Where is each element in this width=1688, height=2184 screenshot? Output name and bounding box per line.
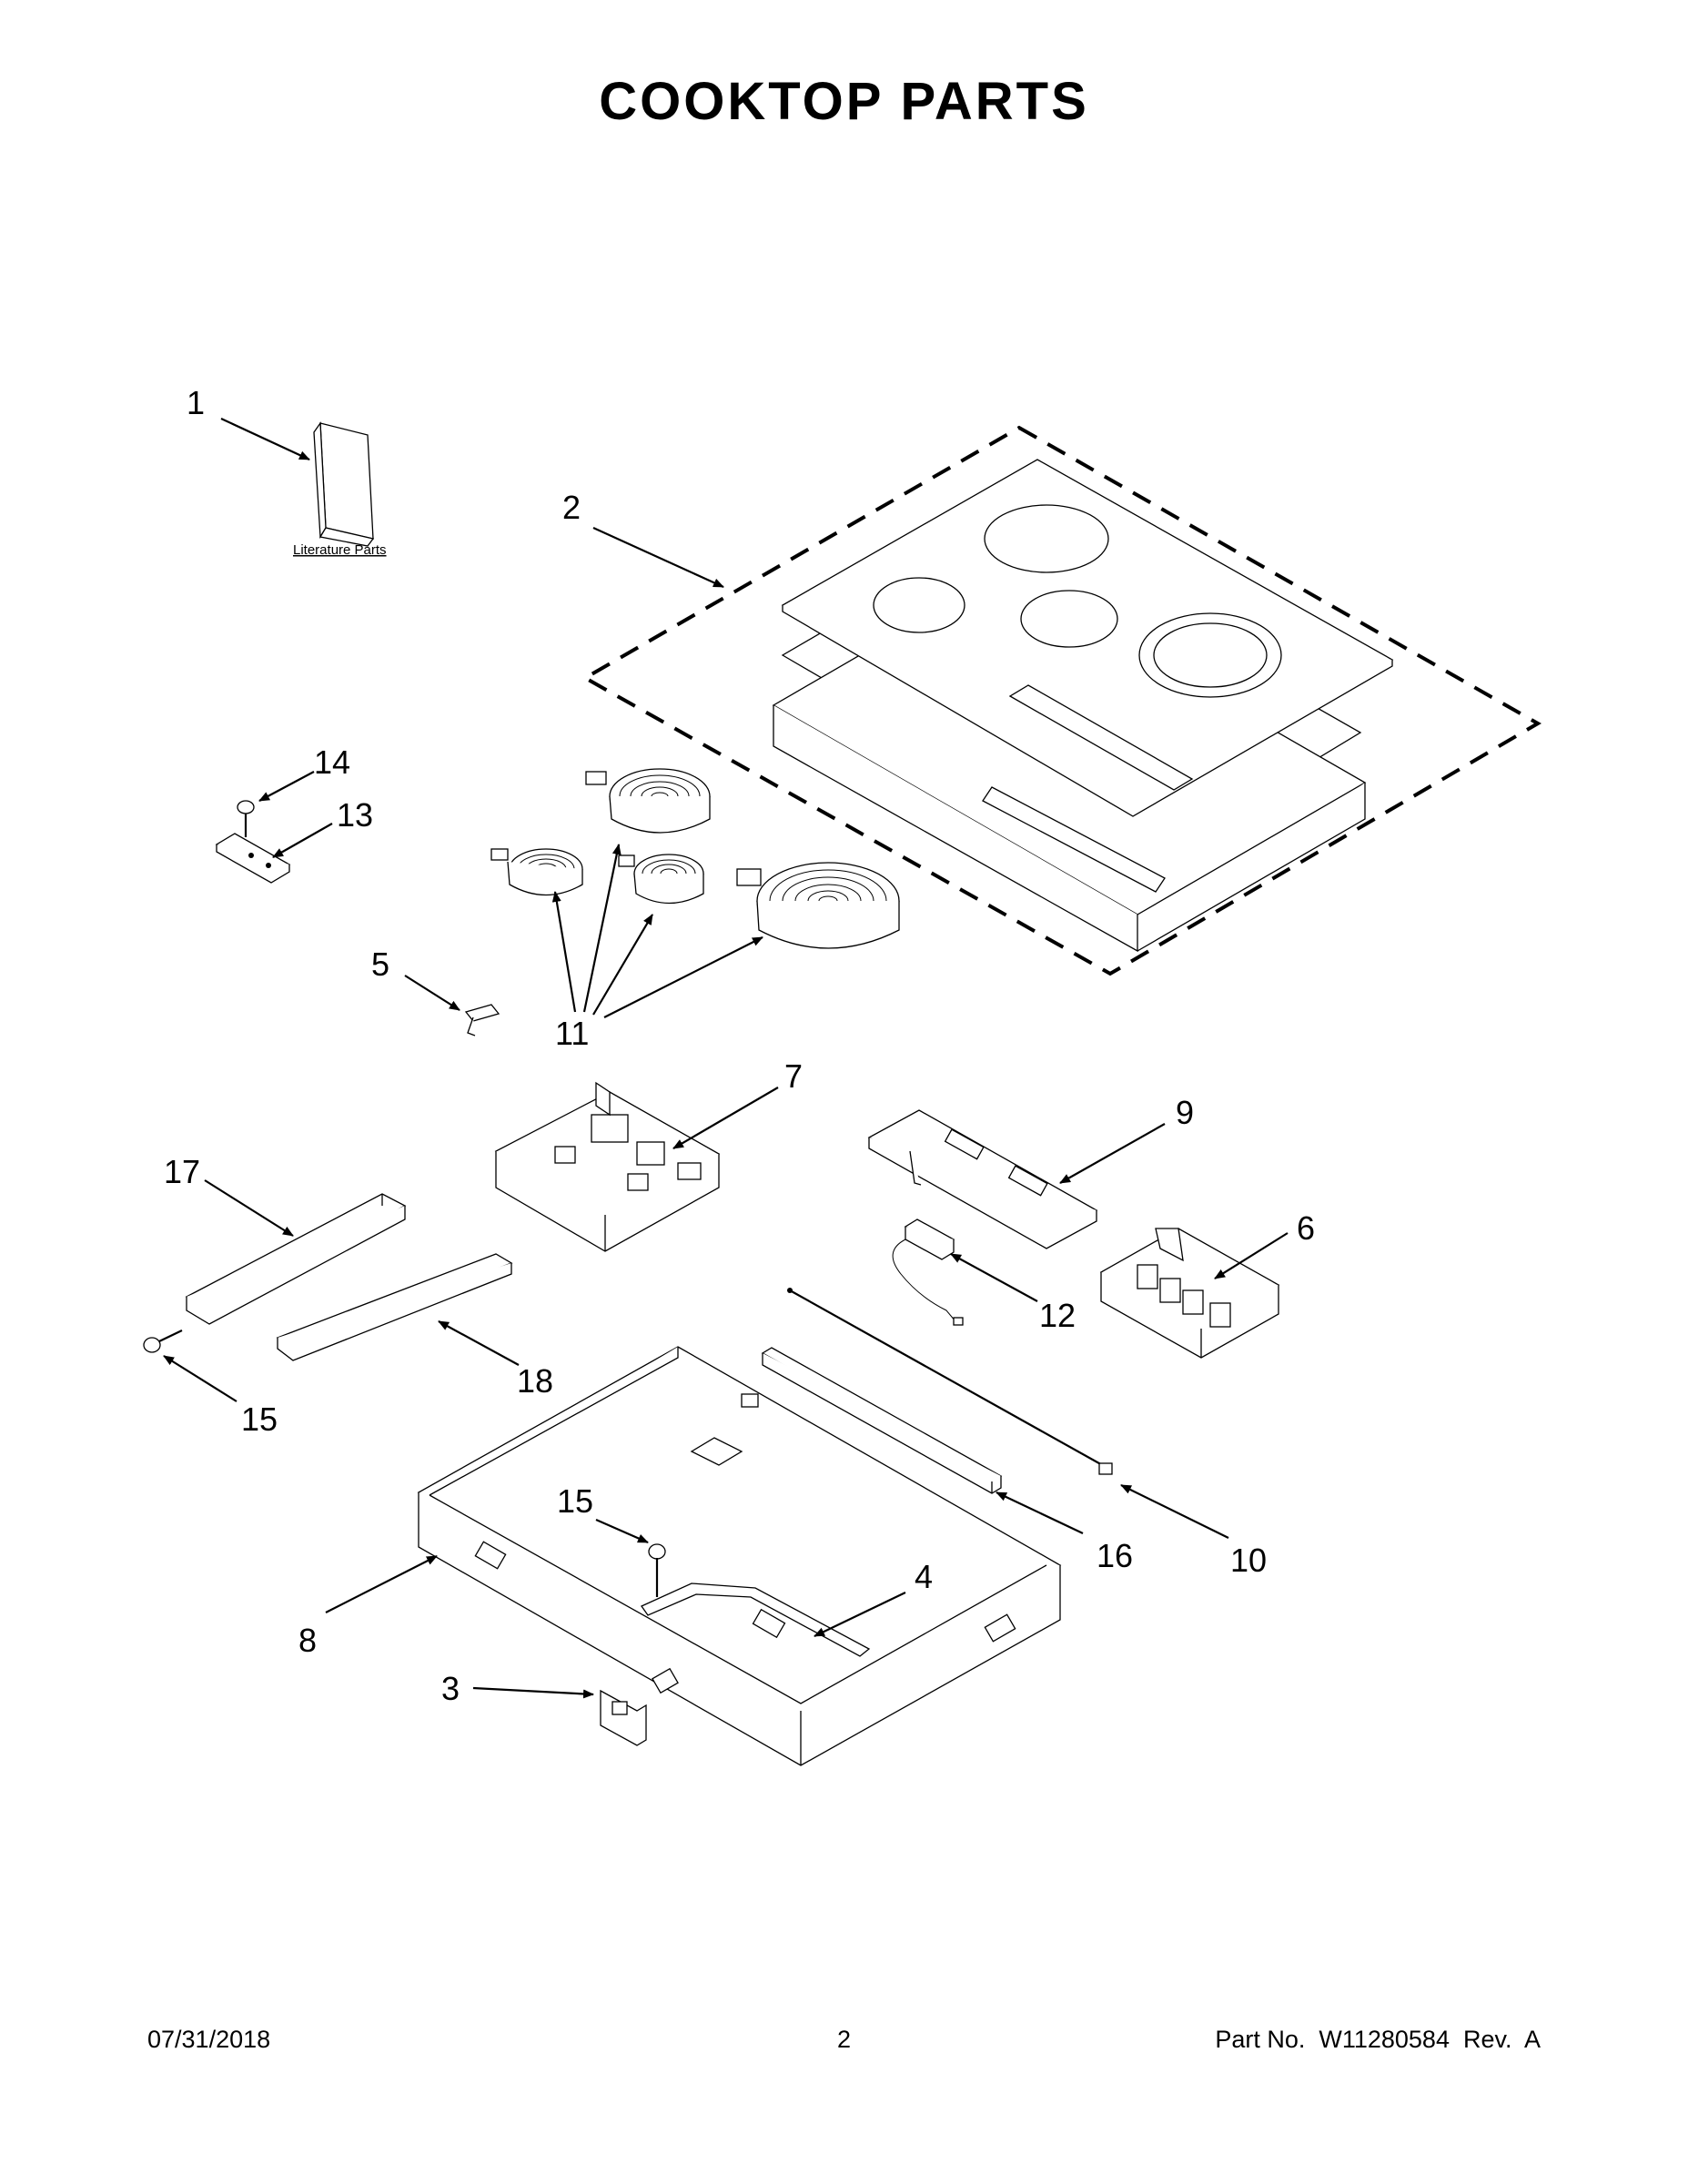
- cooktop-glass-assembly: [581, 425, 1541, 976]
- callout-18: 18: [517, 1362, 553, 1400]
- screw-15-left: [143, 1330, 183, 1353]
- callout-7: 7: [784, 1057, 803, 1095]
- footer-part-number: Part No. W11280584 Rev. A: [1215, 2026, 1541, 2053]
- radiant-element-small-left: [490, 848, 583, 896]
- callout-numbers: 1 2 14 13 5 11 7 9 6 12 17 15 18 10 16 1…: [164, 384, 1315, 1707]
- callout-11: 11: [555, 1015, 589, 1052]
- rail-18: [276, 1253, 513, 1361]
- leader-arrows: [163, 418, 1289, 1699]
- screw-15-box: [648, 1543, 666, 1597]
- footer-date: 07/31/2018: [147, 2026, 271, 2053]
- callout-3: 3: [441, 1670, 460, 1707]
- radiant-element-large-top: [585, 768, 711, 834]
- switch-12: [892, 1218, 964, 1326]
- callout-12: 12: [1039, 1297, 1076, 1334]
- callout-2: 2: [562, 489, 581, 526]
- callout-13: 13: [337, 796, 373, 834]
- callout-10: 10: [1230, 1542, 1267, 1579]
- callout-17: 17: [164, 1153, 200, 1190]
- callout-4: 4: [915, 1558, 933, 1595]
- chassis-box-8: [417, 1346, 1062, 1766]
- literature-parts: Literature Parts: [293, 421, 387, 558]
- radiant-element-small-right: [618, 854, 704, 905]
- insulation-strip-16: [761, 1347, 1003, 1494]
- radiant-element-dual: [736, 862, 900, 949]
- callout-8: 8: [298, 1622, 317, 1659]
- callout-6: 6: [1297, 1209, 1315, 1247]
- callout-1: 1: [187, 384, 205, 421]
- screw-14: [237, 800, 255, 837]
- page-title: COOKTOP PARTS: [599, 72, 1089, 131]
- relay-board-6: [1099, 1228, 1280, 1359]
- callout-15-left: 15: [241, 1400, 278, 1438]
- bracket-4: [641, 1582, 871, 1657]
- wire-harness-10: [787, 1288, 1113, 1475]
- callout-5: 5: [371, 945, 389, 983]
- bracket-13: [215, 833, 291, 884]
- callout-14: 14: [314, 743, 350, 781]
- limiter-5: [464, 1004, 500, 1036]
- rail-17: [185, 1193, 407, 1325]
- plate-3: [600, 1667, 679, 1746]
- control-board-7: [494, 1081, 721, 1252]
- literature-parts-label: Literature Parts: [293, 542, 387, 558]
- callout-15-box: 15: [557, 1482, 593, 1520]
- display-board-9: [867, 1109, 1098, 1249]
- callout-9: 9: [1176, 1094, 1194, 1131]
- callout-16: 16: [1097, 1537, 1133, 1574]
- footer-page-number: 2: [836, 2026, 852, 2053]
